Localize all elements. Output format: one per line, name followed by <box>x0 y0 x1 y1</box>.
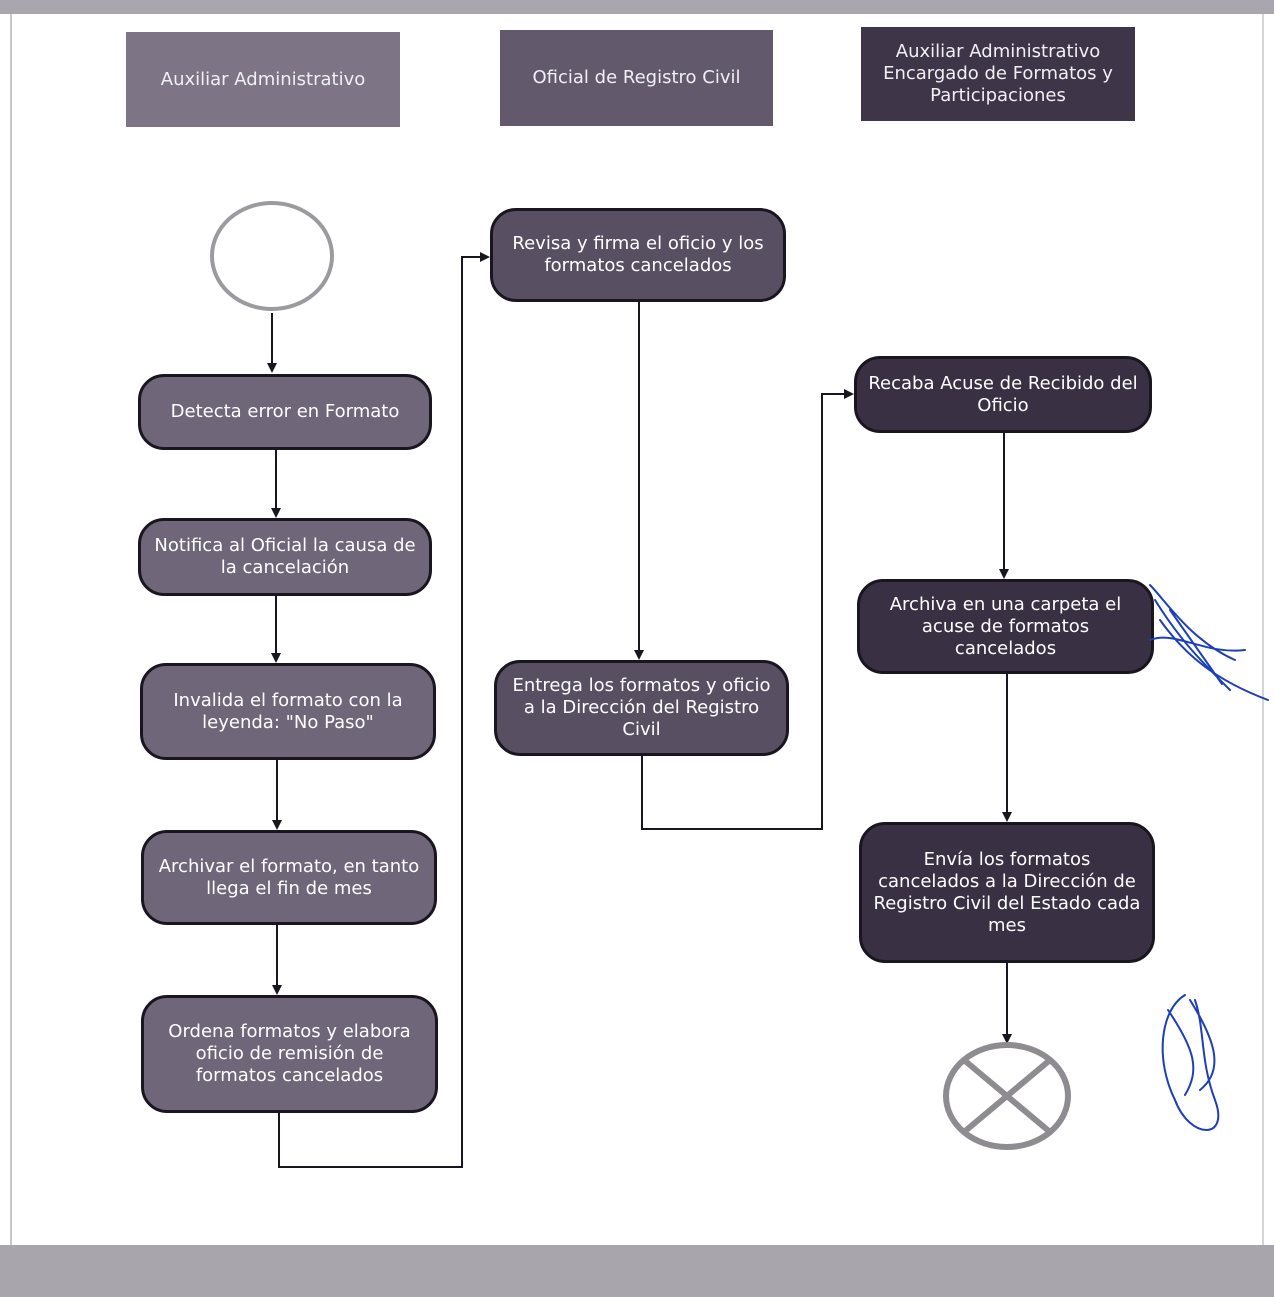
step-archivar-formato: Archivar el formato, en tanto llega el f… <box>141 830 437 925</box>
end-circle-x <box>943 1042 1071 1150</box>
lane-header-oficial: Oficial de Registro Civil <box>500 30 773 126</box>
step-entrega-formatos: Entrega los formatos y oficio a la Direc… <box>494 660 789 756</box>
step-revisa-firma: Revisa y firma el oficio y los formatos … <box>490 208 786 302</box>
bottom-band <box>0 1245 1274 1297</box>
step-notifica-oficial: Notifica al Oficial la causa de la cance… <box>138 518 432 596</box>
step-archiva-carpeta: Archiva en una carpeta el acuse de forma… <box>857 579 1154 674</box>
step-invalida-formato: Invalida el formato con la leyenda: "No … <box>140 663 436 760</box>
step-envia-formatos: Envía los formatos cancelados a la Direc… <box>859 822 1155 963</box>
page-right-rule <box>1262 14 1264 1245</box>
step-ordena-formatos: Ordena formatos y elabora oficio de remi… <box>141 995 438 1113</box>
lane-header-auxiliar: Auxiliar Administrativo <box>126 32 400 127</box>
start-circle <box>210 201 334 311</box>
connector-entrega-recaba <box>641 389 854 830</box>
signature-upper <box>1149 584 1269 701</box>
top-band <box>0 0 1274 14</box>
step-recaba-acuse: Recaba Acuse de Recibido del Oficio <box>854 356 1152 433</box>
signature-lower <box>1161 994 1220 1131</box>
page-left-rule <box>10 14 12 1245</box>
connector-ordena-revisa <box>278 252 490 1168</box>
lane-header-encargado: Auxiliar Administrativo Encargado de For… <box>861 27 1135 121</box>
step-detecta-error: Detecta error en Formato <box>138 374 432 450</box>
